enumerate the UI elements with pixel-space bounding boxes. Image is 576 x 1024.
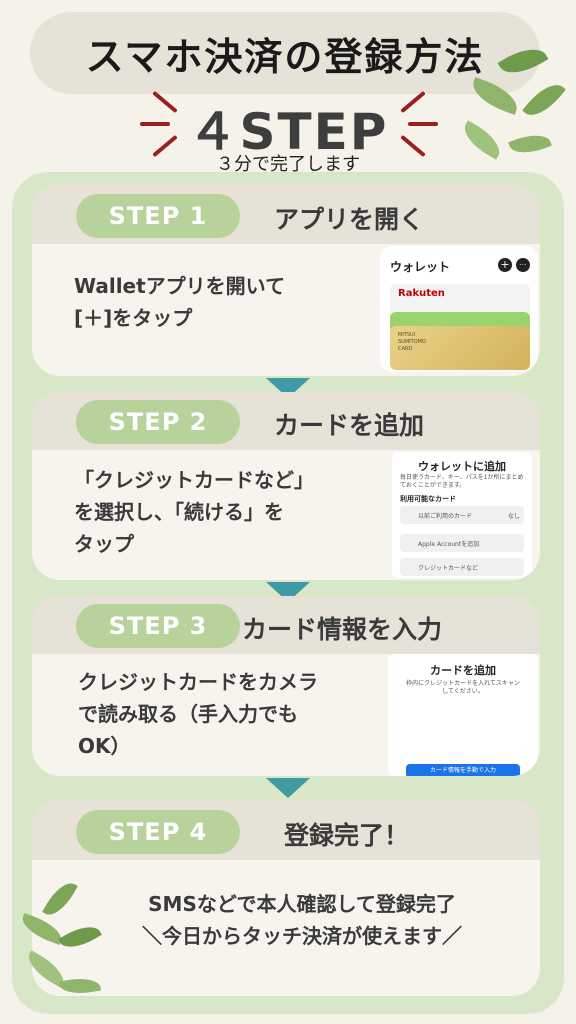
step-4-description: SMSなどで本人確認して登録完了 ＼今日からタッチ決済が使えます／ <box>142 892 462 948</box>
step-1-description: Walletアプリを開いて [＋]をタップ <box>74 274 286 330</box>
subtitle: ３分で完了します <box>216 154 360 175</box>
credit-card-row[interactable]: クレジットカードなど <box>400 558 524 576</box>
manual-entry-button[interactable]: カード情報を手動で入力 <box>406 764 520 776</box>
wallet-screenshot: ウォレット + ··· Rakuten MITSUI SUMITOMO CARD <box>380 246 538 372</box>
more-icon: ··· <box>516 258 530 272</box>
step-2-description: 「クレジットカードなど」 を選択し、「続ける」を タップ <box>74 468 314 556</box>
step-3-badge: STEP 3 <box>76 604 240 648</box>
step-4-title: 登録完了！ <box>284 821 410 850</box>
step-4-card: STEP 4 登録完了！ SMSなどで本人確認して登録完了 ＼今日からタッチ決済… <box>32 800 540 996</box>
apple-account-row[interactable]: Apple Accountを追加 <box>400 534 524 552</box>
gold-card: MITSUI SUMITOMO CARD <box>390 326 530 370</box>
step-1-card: STEP 1 アプリを開く Walletアプリを開いて [＋]をタップ ウォレッ… <box>32 184 540 376</box>
step-3-description: クレジットカードをカメラ で読み取る（手入力でも OK） <box>78 670 318 758</box>
plus-icon: + <box>498 258 512 272</box>
step-1-badge: STEP 1 <box>76 194 240 238</box>
step-count: ４STEP <box>187 103 389 161</box>
previous-card-row[interactable]: 以前ご利用のカード なし <box>400 506 524 524</box>
step-2-badge: STEP 2 <box>76 400 240 444</box>
step-3-card: STEP 3 カード情報を入力 クレジットカードをカメラ で読み取る（手入力でも… <box>32 596 540 776</box>
step-2-title: カードを追加 <box>274 411 425 440</box>
step-1-title: アプリを開く <box>274 205 425 234</box>
page-title: スマホ決済の登録方法 <box>85 34 485 79</box>
add-to-wallet-screenshot: ウォレットに追加 毎日使うカード、キー、パスを1か所にまとめておくことができます… <box>392 452 532 578</box>
step-4-badge: STEP 4 <box>76 810 240 854</box>
title-banner: スマホ決済の登録方法 <box>30 12 540 94</box>
step-2-card: STEP 2 カードを追加 「クレジットカードなど」 を選択し、「続ける」を タ… <box>32 392 540 580</box>
leaf-branch-icon <box>18 877 110 1010</box>
arrow-down-icon <box>266 778 310 798</box>
add-card-screenshot: カードを追加 枠内にクレジットカードを入れてスキャンしてください。 カード情報を… <box>388 654 538 776</box>
step-3-title: カード情報を入力 <box>242 615 443 644</box>
leaf-branch-icon <box>457 39 576 170</box>
